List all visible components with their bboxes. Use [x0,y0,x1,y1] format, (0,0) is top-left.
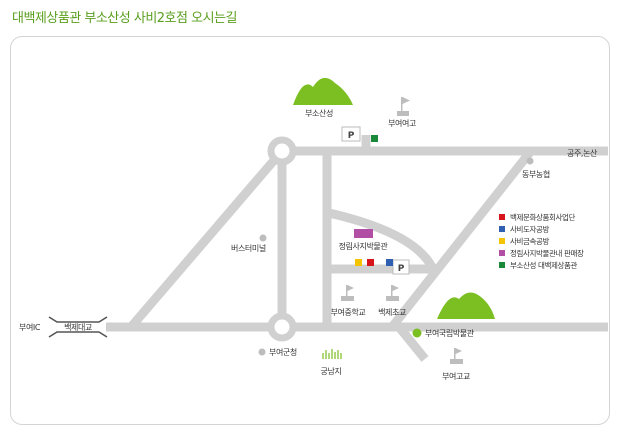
bridge: 백제대교 [48,316,108,338]
legend-swatch [499,250,505,256]
road-left-diagonal [127,148,286,330]
buyeo-girls-high-label: 부여여고 [388,118,416,128]
page-title: 대백제상품관 부소산성 사비2호점 오시는길 [12,11,237,26]
dot-icon [258,348,266,356]
road-arc [327,208,438,272]
jeongrimsa-label: 정림사지박물관 [339,241,389,251]
marker-yellow [355,259,362,266]
gongju-nonsan-label: 공주,논산 [567,148,598,158]
roundabout-top [267,136,297,166]
gungnamji-label: 궁남지 [321,367,342,376]
flag-icon [341,285,354,301]
marker-purple [354,229,373,238]
legend-item: 정림사지박물관내 판매장 [510,248,584,258]
marker-blue [386,259,393,266]
flag-icon [397,97,410,116]
legend-swatch [499,226,505,232]
county-office-label: 부여군청 [269,347,297,357]
roundabouts [267,136,297,342]
national-museum-label: 부여국립박물관 [425,328,475,338]
dot-icon [259,234,267,242]
flag-icon [450,348,463,364]
dot-icon [412,328,422,338]
dongbu-farm-label: 동부농협 [522,169,550,179]
road-lower-right [395,324,429,362]
bus-terminal-label: 버스터미널 [231,243,266,253]
map-container: 백제대교 부여IC 부소산성 부여여고 부여중학교 백제초교 [10,36,610,425]
flag-icon [386,285,399,301]
legend-item: 사비금속공방 [510,236,549,246]
parking-icon: P [392,259,410,275]
parking-icon: P [341,126,361,142]
legend-item: 사비도자공방 [510,224,549,234]
buyeo-high-label: 부여고교 [442,371,470,381]
legend-swatch [499,238,505,244]
road-right-diagonal [388,148,535,330]
pond-icon [322,349,342,359]
dot-icon [526,157,534,165]
legend-swatch [499,214,505,220]
buyeo-ic-label: 부여IC [19,322,41,332]
marker-red [367,259,374,266]
legend-swatch [499,262,505,268]
mountain-icon [293,77,353,105]
buyeo-middle-label: 부여중학교 [331,307,366,317]
legend-item: 부소산성 대백제상품관 [510,260,577,270]
marker-green [371,135,378,142]
svg-text:P: P [398,264,405,274]
map-svg: 백제대교 부여IC 부소산성 부여여고 부여중학교 백제초교 [19,77,608,381]
road-network [106,135,608,362]
roundabout-bottom [267,312,297,342]
legend-item: 백제문화상품회사업단 [510,212,575,222]
bridge-label: 백제대교 [64,322,92,332]
svg-text:P: P [348,131,355,141]
mountain-icon [437,292,495,319]
baekje-elem-label: 백제초교 [378,307,406,317]
legend: 백제문화상품회사업단 사비도자공방 사비금속공방 정림사지박물관내 판매장 부소… [499,212,584,270]
busosanseong-label: 부소산성 [305,108,333,118]
